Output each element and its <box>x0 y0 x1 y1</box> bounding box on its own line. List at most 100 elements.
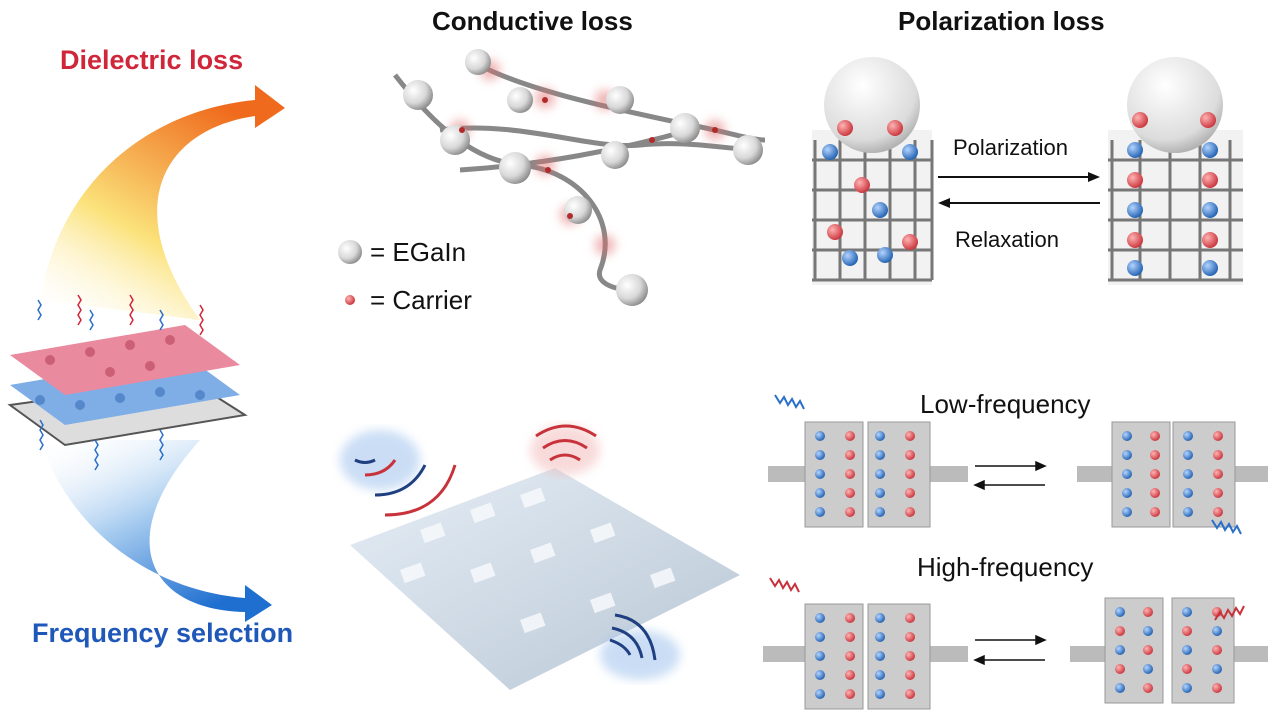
capacitor-low-right <box>1077 421 1268 528</box>
capacitor-low-left <box>768 421 968 528</box>
high-frequency-label: High-frequency <box>917 552 1093 582</box>
negative-charge-icon <box>875 488 885 498</box>
positive-charge-icon <box>845 689 855 699</box>
negative-charge-icon <box>875 469 885 479</box>
negative-charge-icon <box>875 450 885 460</box>
negative-charge-icon <box>815 450 825 460</box>
positive-charge-icon <box>845 469 855 479</box>
negative-charge-icon <box>875 689 885 699</box>
positive-charge-icon <box>1213 431 1223 441</box>
negative-charge-icon <box>815 613 825 623</box>
dielectric-loss-label: Dielectric loss <box>60 45 243 75</box>
negative-charge-icon <box>815 689 825 699</box>
negative-charge-icon <box>1212 664 1222 674</box>
positive-charge-icon <box>1212 683 1222 693</box>
positive-charge-icon <box>905 488 915 498</box>
positive-charge-icon <box>905 507 915 517</box>
frequency-selection-label: Frequency selection <box>32 618 293 648</box>
wave-arcs-left <box>340 430 457 517</box>
carrier-dot-icon <box>345 295 355 305</box>
polarization-loss-title: Polarization loss <box>898 6 1105 36</box>
positive-charge-icon <box>1150 488 1160 498</box>
fss-panel <box>340 424 740 690</box>
legend-carrier: = Carrier <box>345 285 472 315</box>
negative-charge-icon <box>1183 507 1193 517</box>
positive-charge-icon <box>1213 488 1223 498</box>
negative-charge-icon <box>1115 683 1125 693</box>
negative-charge-icon <box>1115 607 1125 617</box>
negative-charge-icon <box>875 507 885 517</box>
negative-charge-icon <box>875 613 885 623</box>
em-wave-icons <box>769 394 1245 621</box>
negative-charge-icon <box>875 431 885 441</box>
negative-charge-icon <box>875 670 885 680</box>
positive-charge-icon <box>845 651 855 661</box>
negative-charge-icon <box>1143 664 1153 674</box>
positive-charge-icon <box>1143 607 1153 617</box>
positive-charge-icon <box>1150 431 1160 441</box>
positive-charge-icon <box>905 613 915 623</box>
low-frequency-label: Low-frequency <box>920 389 1091 419</box>
positive-charge-icon <box>1182 626 1192 636</box>
positive-charge-icon <box>905 689 915 699</box>
negative-charge-icon <box>1122 450 1132 460</box>
negative-charge-icon <box>815 670 825 680</box>
dipole-charges <box>815 431 1223 699</box>
wave-arcs-top <box>530 424 600 475</box>
positive-charge-icon <box>1213 507 1223 517</box>
positive-charge-icon <box>845 507 855 517</box>
positive-charge-icon <box>1150 469 1160 479</box>
polarization-arrow <box>938 172 1100 182</box>
positive-charge-icon <box>1212 645 1222 655</box>
negative-charge-icon <box>1182 607 1192 617</box>
positive-charge-icon <box>905 450 915 460</box>
transmitted-wave-icons <box>37 299 164 471</box>
negative-charge-icon <box>1182 683 1192 693</box>
positive-charge-icon <box>1143 683 1153 693</box>
negative-charge-icon <box>1183 431 1193 441</box>
legend-carrier-label: = Carrier <box>370 285 472 315</box>
positive-charge-icon <box>845 450 855 460</box>
positive-charge-icon <box>1150 507 1160 517</box>
negative-charge-icon <box>1122 469 1132 479</box>
positive-charge-icon <box>845 613 855 623</box>
negative-charge-icon <box>1212 626 1222 636</box>
positive-charge-icon <box>905 670 915 680</box>
positive-charge-icon <box>845 431 855 441</box>
relaxation-arrow <box>938 198 1100 208</box>
egain-sphere-icon <box>338 240 362 264</box>
negative-charge-icon <box>815 632 825 642</box>
negative-charge-icon <box>815 507 825 517</box>
equilibrium-arrows <box>973 460 1047 666</box>
incident-wave-icons <box>77 294 204 336</box>
negative-charge-icon <box>875 632 885 642</box>
positive-charge-icon <box>905 431 915 441</box>
negative-charge-icon <box>1182 645 1192 655</box>
positive-charge-icon <box>1150 450 1160 460</box>
positive-charge-icon <box>905 469 915 479</box>
positive-charge-icon <box>905 651 915 661</box>
legend-egain-label: = EGaIn <box>370 237 466 267</box>
positive-charge-icon <box>845 488 855 498</box>
negative-charge-icon <box>1183 469 1193 479</box>
conductive-fibers <box>393 49 766 306</box>
legend-egain: = EGaIn <box>338 237 466 267</box>
positive-charge-icon <box>845 632 855 642</box>
positive-charge-icon <box>1182 664 1192 674</box>
negative-charge-icon <box>815 469 825 479</box>
positive-charge-icon <box>1115 664 1125 674</box>
negative-charge-icon <box>1122 507 1132 517</box>
negative-charge-icon <box>1122 431 1132 441</box>
positive-charge-icon <box>905 632 915 642</box>
negative-charge-icon <box>1122 488 1132 498</box>
positive-charge-icon <box>1143 645 1153 655</box>
negative-charge-icon <box>1143 626 1153 636</box>
polarization-label: Polarization <box>953 135 1068 160</box>
negative-charge-icon <box>815 431 825 441</box>
negative-charge-icon <box>1115 645 1125 655</box>
capacitor-high-right <box>1070 597 1268 704</box>
positive-charge-icon <box>845 670 855 680</box>
cnt-right <box>1108 57 1243 285</box>
